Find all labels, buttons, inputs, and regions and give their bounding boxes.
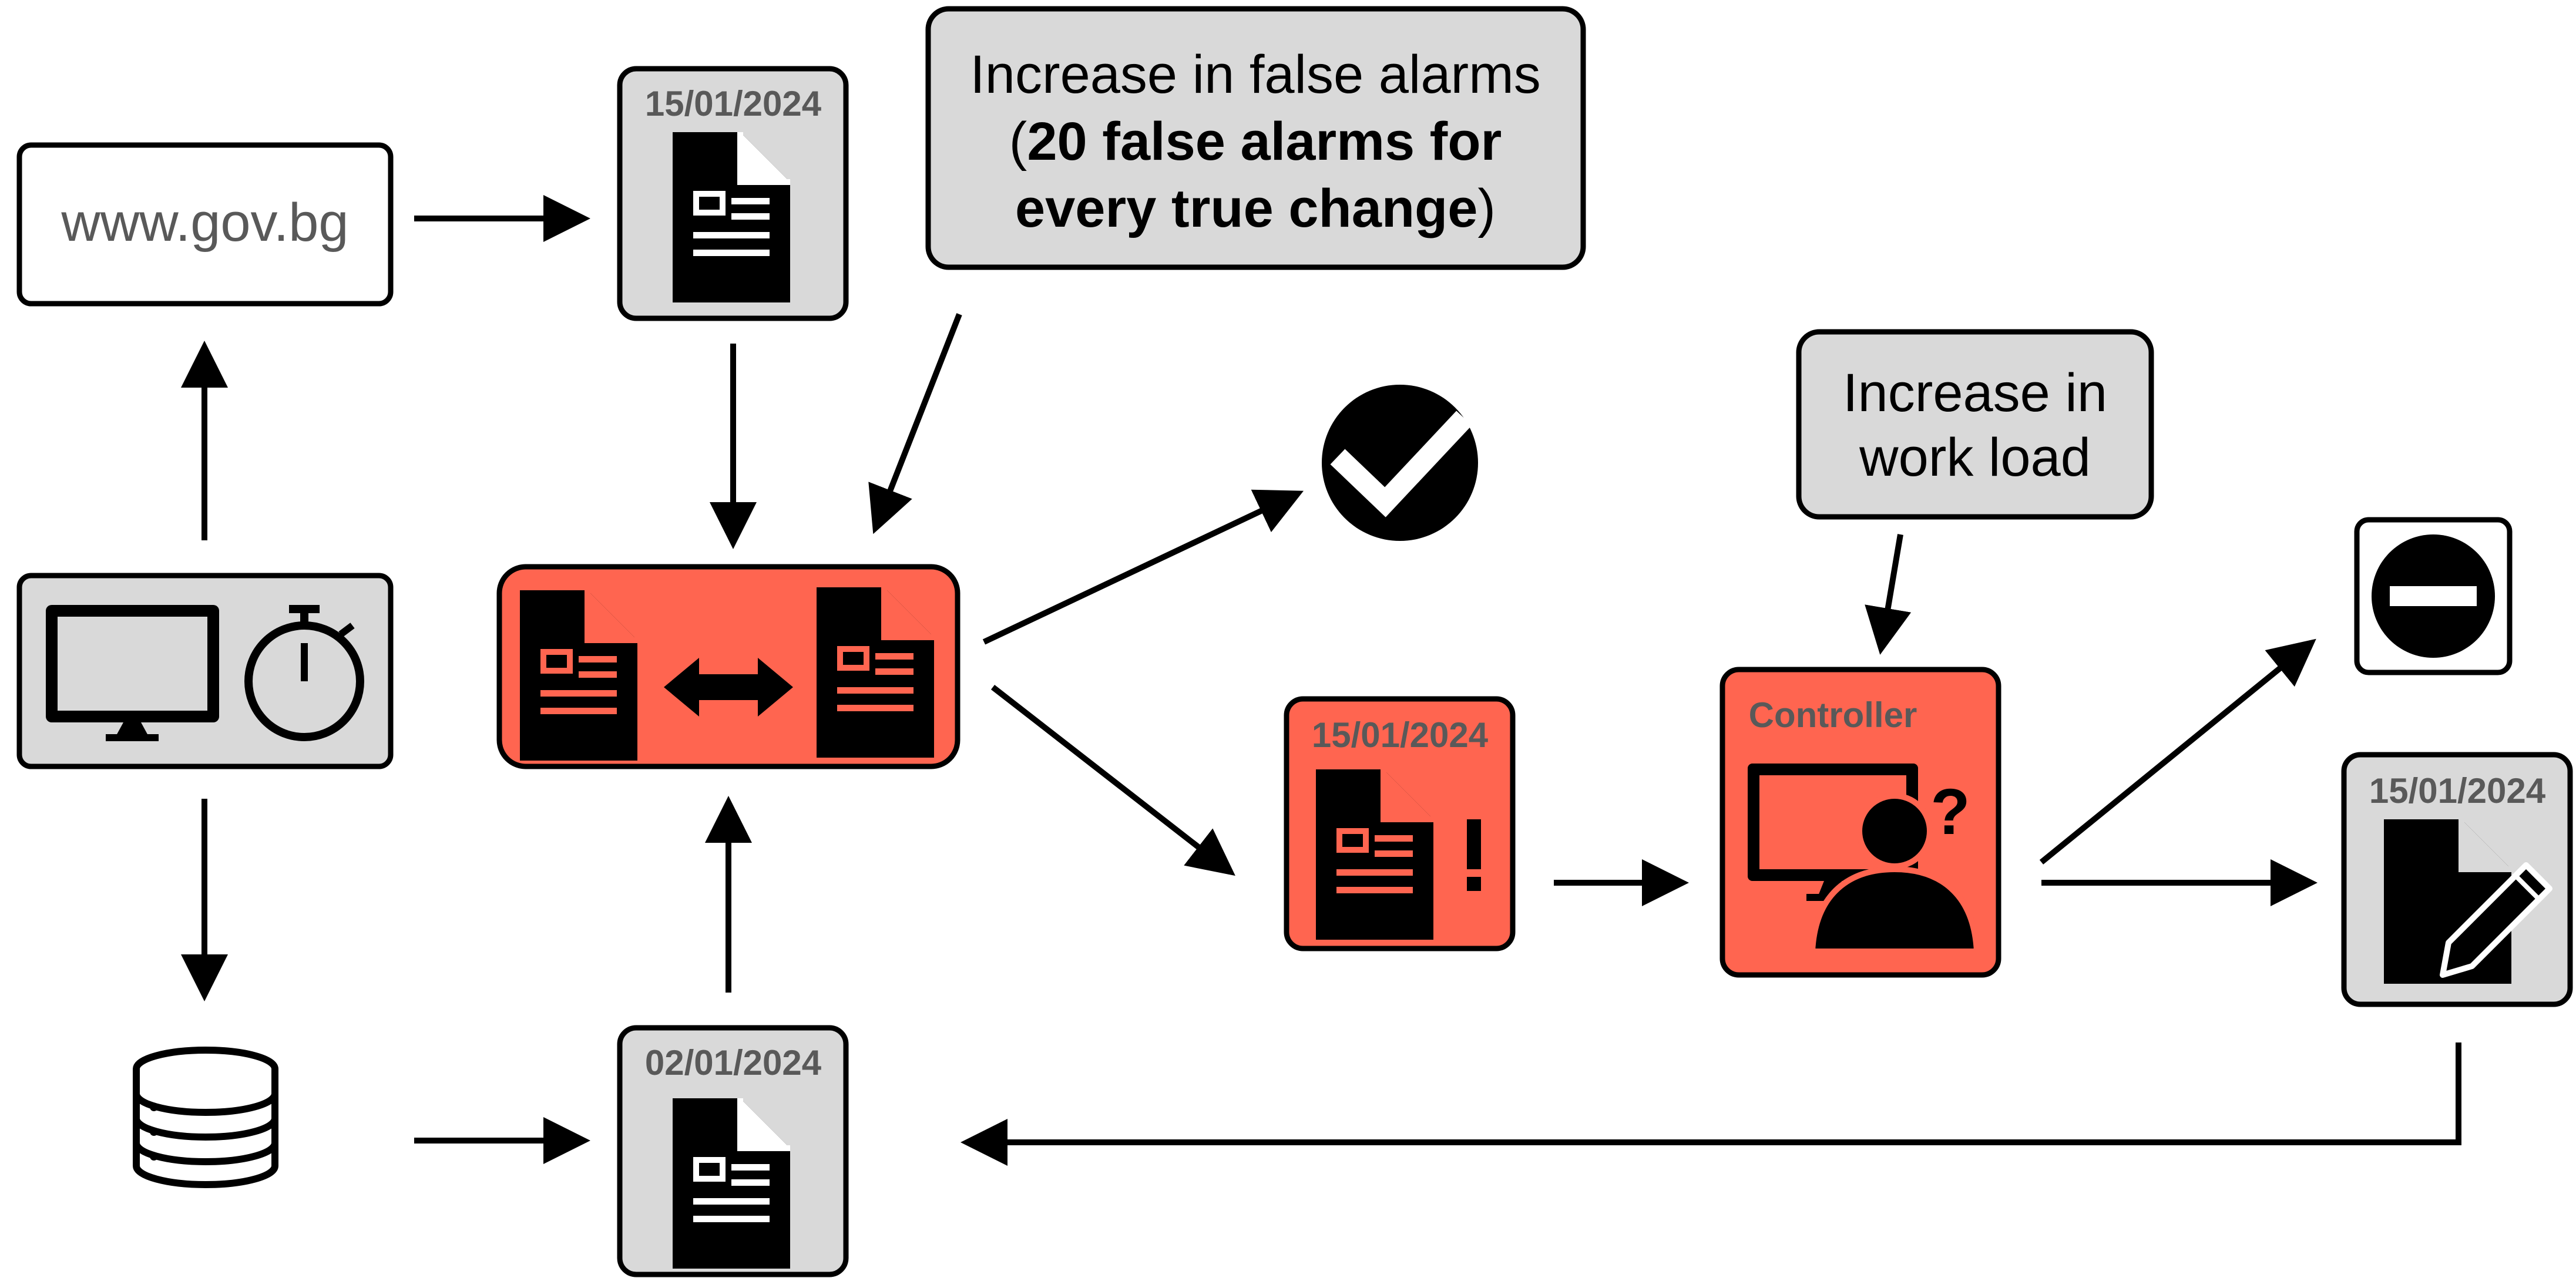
- exclamation-icon: [1467, 819, 1481, 891]
- false-alarms-line2: (20 false alarms for: [1009, 112, 1502, 171]
- monitor-icon: [46, 605, 219, 741]
- work-load-line1: Increase in: [1843, 363, 2107, 423]
- website-node: www.gov.bg: [16, 142, 394, 307]
- database-icon: [133, 1047, 278, 1188]
- flagged-document-date: 15/01/2024: [1312, 715, 1489, 755]
- svg-text:?: ?: [1930, 776, 1970, 848]
- controller-label: Controller: [1749, 695, 1917, 735]
- website-url: www.gov.bg: [61, 193, 348, 253]
- false-alarms-line3: every true change): [1015, 179, 1496, 238]
- false-alarms-callout: Increase in false alarms (20 false alarm…: [925, 6, 1586, 270]
- stored-document-date: 02/01/2024: [645, 1043, 822, 1082]
- work-load-callout: Increase in work load: [1796, 329, 2154, 520]
- pencil-icon: [2440, 862, 2553, 978]
- fetched-document-date: 15/01/2024: [645, 84, 822, 123]
- stored-document-node: 02/01/2024: [617, 1025, 849, 1277]
- flagged-document-node: 15/01/2024: [1284, 696, 1516, 951]
- flow-arrows: [181, 195, 2461, 1166]
- compare-arrows-icon: [664, 658, 793, 717]
- controller-node: Controller ?: [1719, 667, 2001, 978]
- fetched-document-node: 15/01/2024: [617, 66, 849, 321]
- comparison-node: [496, 564, 960, 769]
- person-question-icon: ?: [1748, 764, 1980, 954]
- stopwatch-icon: [244, 605, 364, 741]
- scheduler-node: [16, 573, 394, 769]
- no-entry-icon: [2354, 517, 2513, 675]
- checkmark-icon: [1322, 385, 1478, 541]
- work-load-line2: work load: [1859, 428, 2091, 487]
- false-alarms-line1: Increase in false alarms: [970, 45, 1541, 105]
- edited-document-date: 15/01/2024: [2369, 771, 2546, 810]
- edited-document-node: 15/01/2024: [2341, 752, 2573, 1007]
